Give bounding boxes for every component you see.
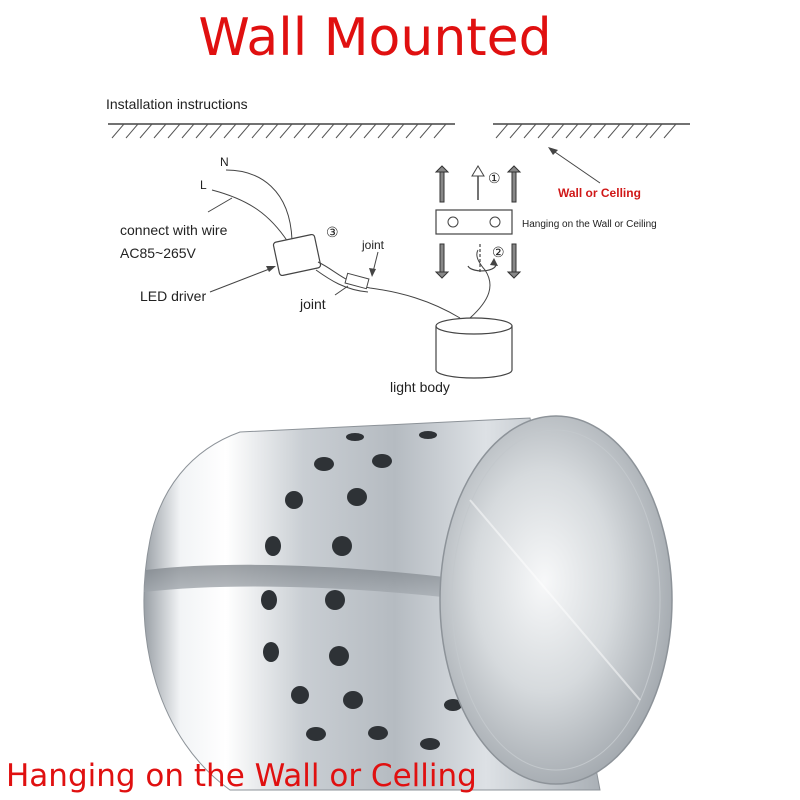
wall-or-ceiling-label: Wall or Celling xyxy=(558,186,641,200)
connect-wire-label: connect with wire xyxy=(120,222,228,238)
caption: Hanging on the Wall or Celling xyxy=(6,758,477,794)
step-2-marker: ② xyxy=(492,244,505,260)
hanging-label: Hanging on the Wall or Ceiling xyxy=(522,219,657,230)
mounting-bracket xyxy=(435,209,513,235)
light-body-sketch xyxy=(435,317,513,379)
screw-icons xyxy=(434,165,522,279)
wire-label-n: N xyxy=(220,155,229,169)
ceiling-hatch-left xyxy=(111,123,447,139)
diagram-heading: Installation instructions xyxy=(106,96,248,112)
joint-label-top: joint xyxy=(362,238,385,252)
led-driver-label: LED driver xyxy=(140,288,207,304)
wire-label-l: L xyxy=(200,178,207,192)
led-driver-box xyxy=(209,233,322,293)
step-3-marker: ③ xyxy=(326,224,339,240)
ceiling-hatch-right xyxy=(495,123,677,139)
perforation-holes xyxy=(261,431,462,750)
installation-diagram xyxy=(108,123,690,379)
light-body-label: light body xyxy=(390,379,450,395)
step-1-marker: ① xyxy=(488,170,501,186)
joint-label-bottom: joint xyxy=(300,296,326,312)
page-title: Wall Mounted xyxy=(198,8,552,68)
voltage-label: AC85~265V xyxy=(120,245,196,261)
